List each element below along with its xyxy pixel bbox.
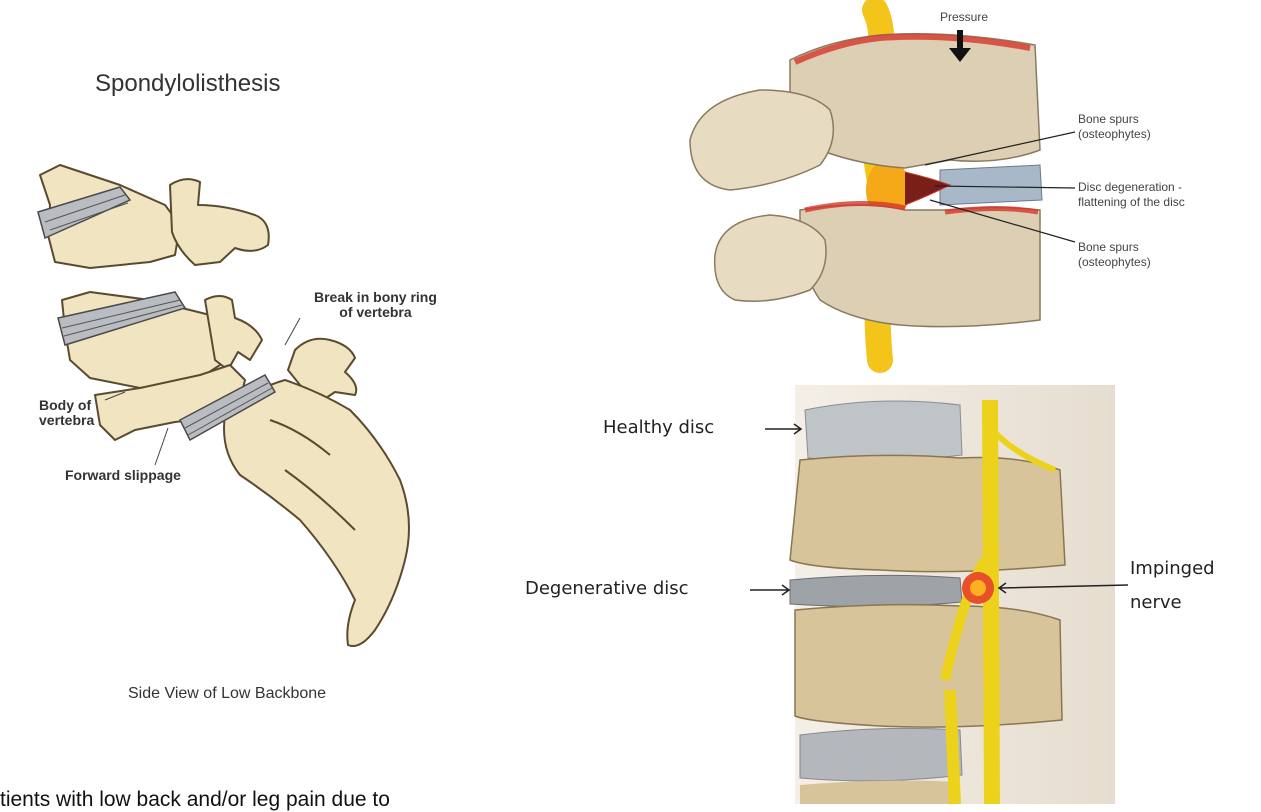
- label-degenerative-disc: Degenerative disc: [525, 578, 689, 599]
- body-text: tients with low back and/or leg pain due…: [0, 788, 390, 812]
- label-impinged-nerve: Impinged nerve: [1130, 552, 1215, 620]
- label-healthy-disc: Healthy disc: [603, 417, 714, 438]
